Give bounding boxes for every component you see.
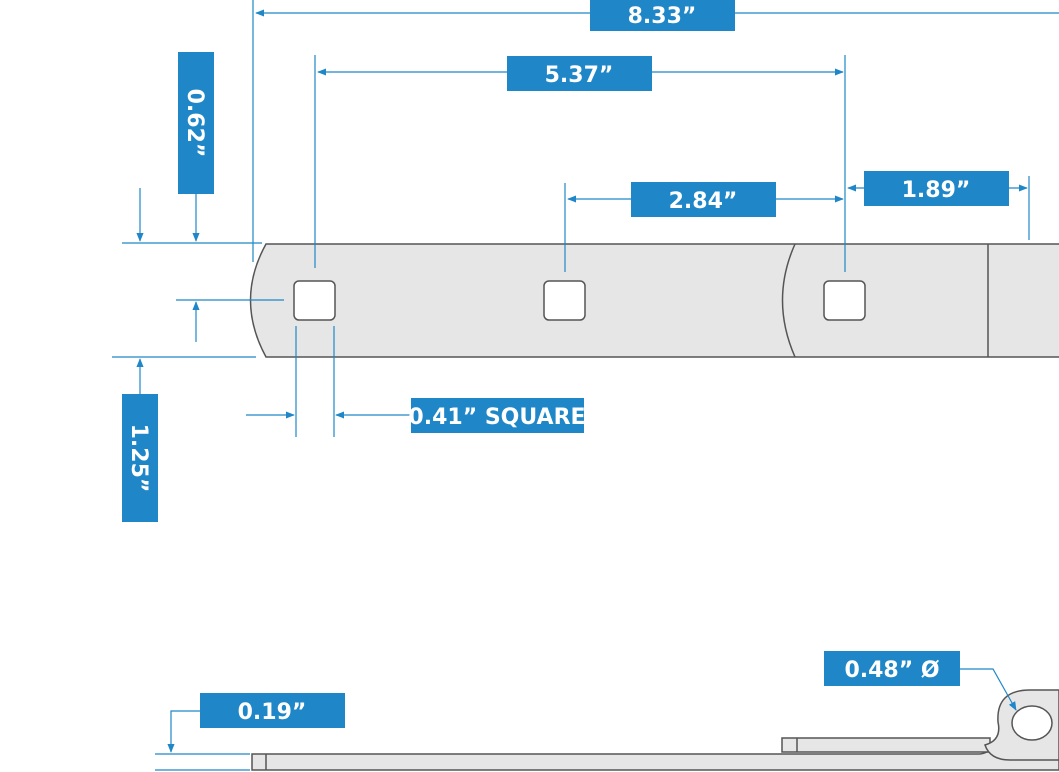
dim-label-inner-spacing: 2.84” [631,182,776,217]
hole-size-text: 0.41” SQUARE [408,405,585,430]
dim-label-thickness: 0.19” [200,693,345,728]
pin-diameter-text: 0.48” Ø [844,658,939,683]
overall-length-text: 8.33” [628,4,697,29]
thickness-text: 0.19” [238,700,307,725]
dim-label-hole-size: 0.41” SQUARE [408,398,586,433]
square-hole-3 [823,280,866,321]
strap-curve-line [781,243,796,358]
extension-lines [112,0,1030,437]
strap-width-text: 1.25” [126,424,151,493]
pin-diameter-leader [960,668,1017,711]
strap-side-view [251,689,1059,771]
inner-spacing-text: 2.84” [669,189,738,214]
dim-label-strap-width: 1.25” [122,394,158,522]
dim-label-outer-spacing: 5.37” [507,56,652,91]
side-dimension-lines [155,668,1017,771]
dim-label-pin-diameter: 0.48” Ø [824,651,960,686]
pin-hole [1011,705,1053,741]
hole-edge-offset-text: 0.62” [182,89,207,158]
strap-body [249,243,1059,358]
square-hole-1 [293,280,336,321]
dim-label-hole-edge-offset: 0.62” [178,52,214,194]
square-hole-2 [543,280,586,321]
strap-top-view [249,243,1059,358]
end-offset-text: 1.89” [902,178,971,203]
thickness-leader [167,710,200,753]
side-leaf-plate [781,737,991,753]
dim-label-overall-length: 8.33” [590,0,735,31]
outer-spacing-text: 5.37” [545,63,614,88]
dim-label-end-offset: 1.89” [864,171,1009,206]
